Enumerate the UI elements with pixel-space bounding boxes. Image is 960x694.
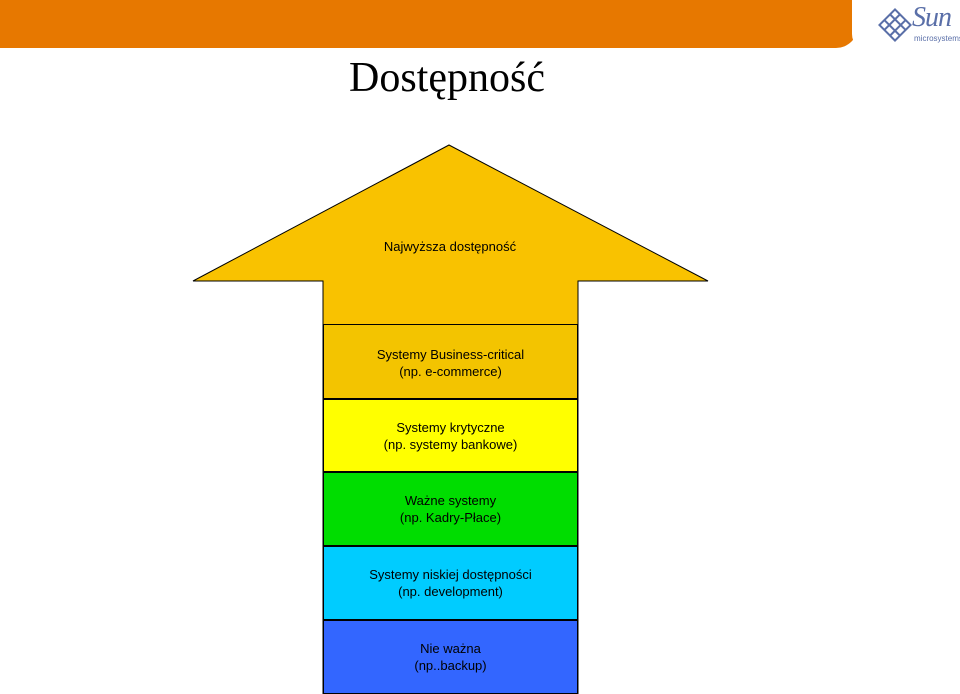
level-example: (np..backup) xyxy=(414,658,487,673)
arrow-top-label: Najwyższa dostępność xyxy=(383,239,517,254)
level-title: Systemy Business-critical xyxy=(376,347,525,362)
level-not-important: Nie ważna (np..backup) xyxy=(323,620,578,694)
page-title: Dostępność xyxy=(349,55,545,101)
level-title: Ważne systemy xyxy=(404,493,497,508)
level-example: (np. Kadry-Płace) xyxy=(399,510,502,525)
level-title: Systemy krytyczne xyxy=(396,419,505,435)
level-example: (np. e-commerce) xyxy=(399,364,502,379)
level-critical: Systemy krytyczne (np. systemy bankowe) xyxy=(323,399,578,472)
level-title: Systemy niskiej dostępności xyxy=(369,567,532,582)
sun-logo-icon xyxy=(878,8,912,42)
logo-wordmark: Sun xyxy=(912,2,952,33)
level-business-critical: Systemy Business-critical (np. e-commerc… xyxy=(323,324,578,399)
level-title: Nie ważna xyxy=(420,641,481,656)
level-important: Ważne systemy (np. Kadry-Płace) xyxy=(323,472,578,546)
level-low-availability: Systemy niskiej dostępności (np. develop… xyxy=(323,546,578,620)
logo-subtitle: microsystems xyxy=(914,34,960,43)
level-example: (np. development) xyxy=(398,584,503,599)
header-bar xyxy=(0,0,858,48)
logo-area xyxy=(852,0,960,52)
level-example: (np. systemy bankowe) xyxy=(383,436,518,452)
